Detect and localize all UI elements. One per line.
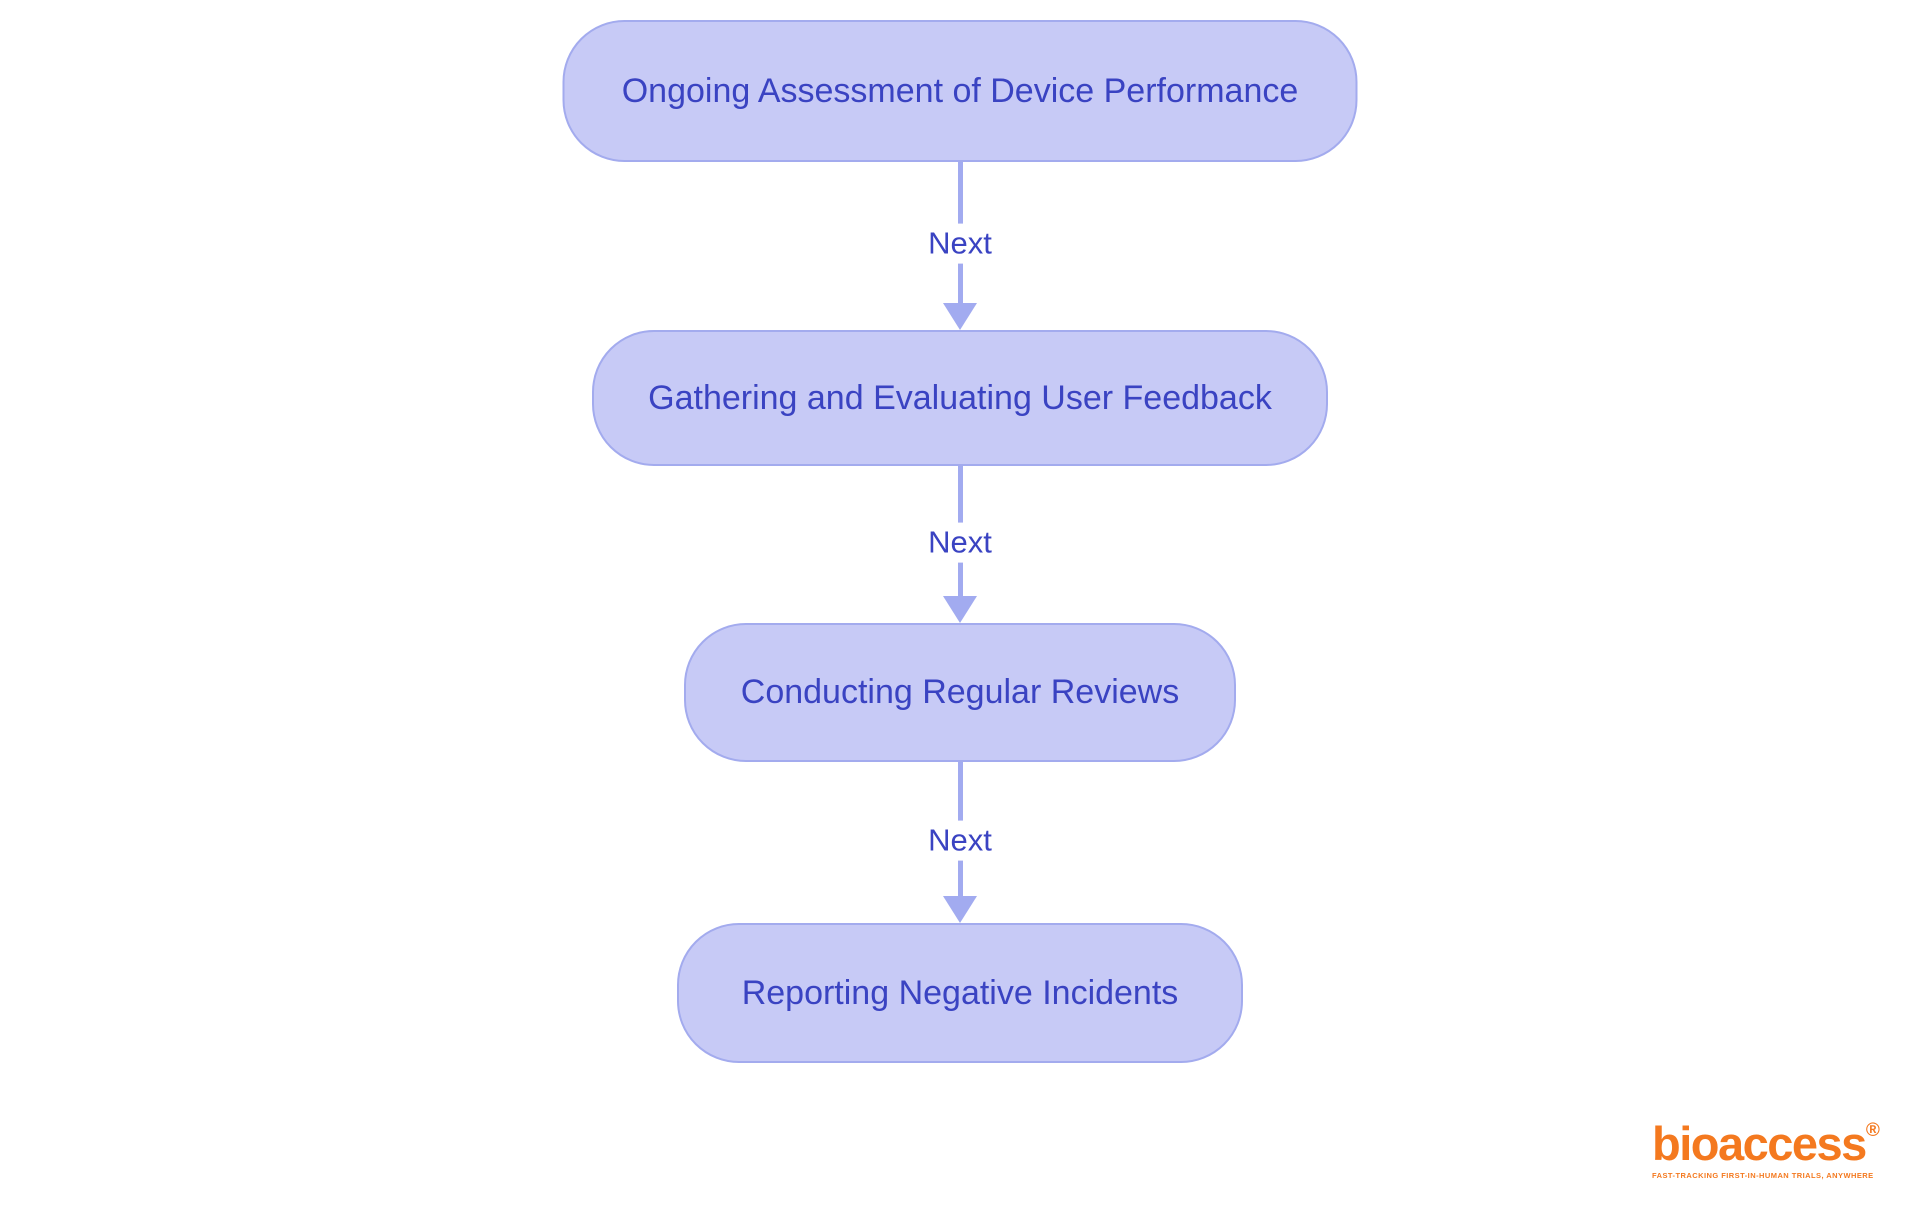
flow-node-user-feedback: Gathering and Evaluating User Feedback <box>592 330 1328 466</box>
edge-label: Next <box>918 522 1002 563</box>
flow-node-label: Gathering and Evaluating User Feedback <box>648 378 1272 417</box>
registered-trademark-icon: ® <box>1865 1120 1880 1141</box>
flow-node-label: Conducting Regular Reviews <box>740 673 1180 711</box>
arrow-down-icon <box>943 303 977 330</box>
flow-node-label: Ongoing Assessment of Device Performance <box>621 71 1299 110</box>
edge-connector-2: Next <box>890 466 1030 623</box>
arrow-down-icon <box>943 896 977 923</box>
flow-node-regular-reviews: Conducting Regular Reviews <box>684 623 1236 762</box>
bioaccess-logo: bioaccess® <box>1652 1120 1880 1167</box>
logo-text: bioaccess <box>1652 1117 1867 1170</box>
flow-node-ongoing-assessment: Ongoing Assessment of Device Performance <box>562 20 1358 162</box>
flow-node-label: Reporting Negative Incidents <box>741 973 1179 1012</box>
flow-node-negative-incidents: Reporting Negative Incidents <box>677 923 1243 1063</box>
edge-label: Next <box>918 223 1002 264</box>
brand-block: bioaccess® FAST-TRACKING FIRST-IN-HUMAN … <box>1652 1120 1880 1180</box>
edge-connector-1: Next <box>890 162 1030 330</box>
brand-tagline: FAST-TRACKING FIRST-IN-HUMAN TRIALS, ANY… <box>1652 1171 1874 1180</box>
arrow-down-icon <box>943 596 977 623</box>
edge-label: Next <box>918 820 1002 861</box>
edge-connector-3: Next <box>890 762 1030 923</box>
